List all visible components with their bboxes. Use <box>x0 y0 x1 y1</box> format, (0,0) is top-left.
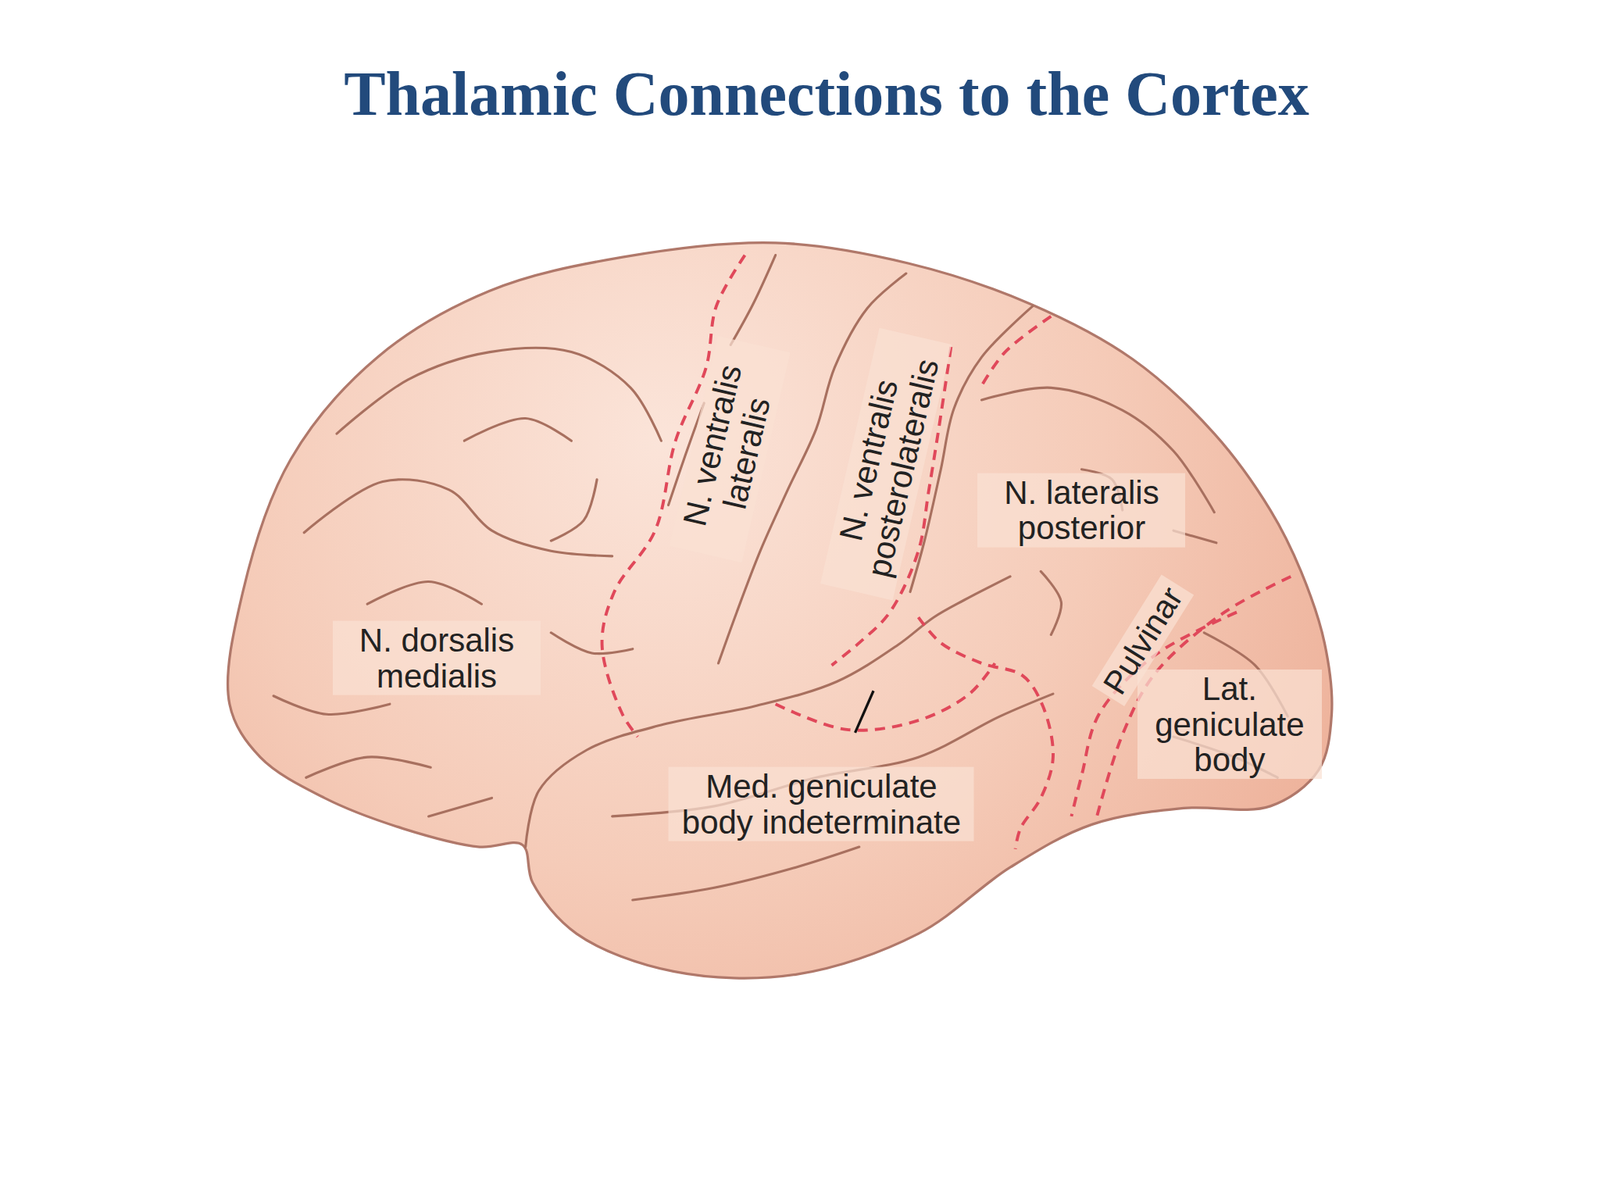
sulcus-line <box>336 347 661 441</box>
sulcus-line <box>428 797 493 817</box>
region-label: Med. geniculate body indeterminate <box>668 767 975 842</box>
sulcus-line <box>273 696 390 715</box>
region-label: N. dorsalis medialis <box>332 621 541 696</box>
sulcus-line <box>525 576 1011 847</box>
sulcus-line <box>306 757 431 778</box>
sulcus-line <box>632 846 860 900</box>
title-text: Thalamic Connections to the Cortex <box>343 58 1309 130</box>
leader-line <box>855 690 875 733</box>
region-boundary <box>981 316 1051 386</box>
sulcus-line <box>303 479 612 557</box>
brain-outline <box>228 242 1333 979</box>
sulcus-line <box>1040 571 1061 635</box>
region-label: Lat. geniculate body <box>1137 669 1322 779</box>
sulcus-line <box>367 581 482 604</box>
sulcus-line <box>730 255 775 346</box>
sulcus-line <box>464 417 572 441</box>
region-boundary <box>775 663 996 731</box>
region-label: N. lateralis posterior <box>977 473 1186 548</box>
sulcus-line <box>550 632 633 654</box>
sulcus-line <box>550 479 597 541</box>
